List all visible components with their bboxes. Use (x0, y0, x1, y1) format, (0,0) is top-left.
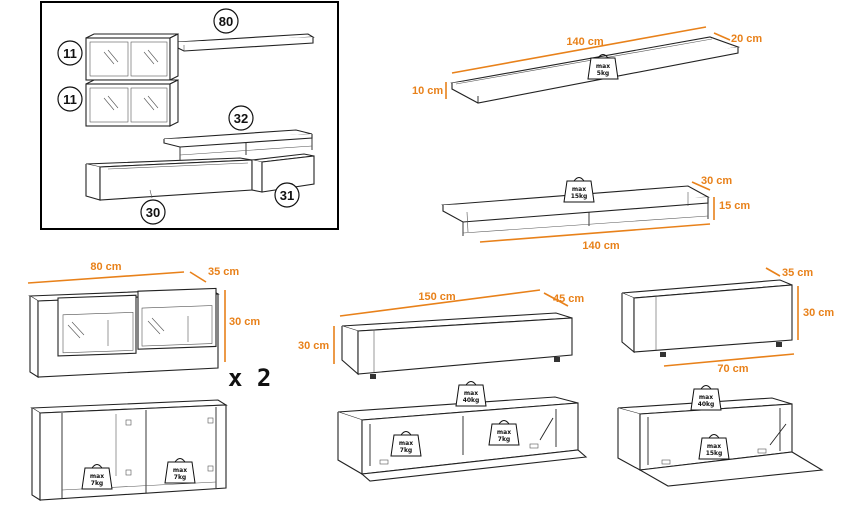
svg-text:7kg: 7kg (91, 480, 103, 487)
overview-wall-cabinet-top (85, 33, 179, 81)
cabinet-width-label: 80 cm (90, 261, 121, 273)
svg-text:max: max (464, 390, 478, 397)
weight-icon: max 7kg (164, 458, 196, 484)
small-board-height-label: 30 cm (803, 307, 834, 319)
tv-board-open: max 40kg max 7kg max 7kg (337, 381, 588, 482)
svg-text:31: 31 (280, 188, 294, 203)
weight-icon: max 7kg (81, 464, 113, 490)
part-badge-11-bottom: 11 (57, 86, 83, 112)
svg-text:40kg: 40kg (698, 401, 715, 408)
overview-wall-cabinet-bottom (85, 79, 179, 127)
tv-board-depth-label: 45 cm (553, 293, 584, 305)
svg-text:30: 30 (146, 205, 160, 220)
svg-text:max: max (699, 394, 713, 401)
svg-text:7kg: 7kg (400, 447, 412, 454)
svg-text:max: max (173, 467, 187, 474)
weight-icon: max 40kg (455, 381, 487, 407)
svg-text:max: max (596, 63, 610, 70)
small-board-front: 35 cm 30 cm 70 cm (621, 267, 834, 375)
shelf-depth-label: 20 cm (731, 33, 762, 45)
part-badge-30: 30 (140, 199, 166, 225)
wall-cabinet-open: max 7kg max 7kg (30, 399, 228, 501)
overview-panel: 80 11 11 32 30 31 (40, 1, 339, 230)
tv-board-front: 150 cm 45 cm 30 cm (298, 289, 584, 379)
weight-icon: max 7kg (488, 420, 520, 446)
svg-text:5kg: 5kg (597, 70, 609, 77)
svg-text:max: max (497, 429, 511, 436)
overview-wall-shelf (175, 33, 315, 52)
shelf-height-label: 10 cm (412, 85, 443, 97)
tv-board-width-label: 150 cm (418, 291, 456, 303)
weight-icon: max 15kg (563, 177, 595, 203)
open-shelf-detail: max 15kg 30 cm 15 cm 140 cm (441, 175, 750, 252)
svg-text:40kg: 40kg (463, 397, 480, 404)
svg-text:max: max (572, 186, 586, 193)
part-badge-80: 80 (213, 8, 239, 34)
wall-cabinet-front: 80 cm 35 cm 30 cm x 2 (27, 261, 271, 392)
svg-text:11: 11 (63, 92, 77, 107)
svg-text:15kg: 15kg (571, 193, 588, 200)
svg-text:max: max (399, 440, 413, 447)
quantity-label: x 2 (228, 364, 271, 392)
open-shelf-height-label: 15 cm (719, 200, 750, 212)
svg-text:max: max (90, 473, 104, 480)
cabinet-height-label: 30 cm (229, 316, 260, 328)
svg-text:15kg: 15kg (706, 450, 723, 457)
small-board-depth-label: 35 cm (782, 267, 813, 279)
part-badge-11-top: 11 (57, 40, 83, 66)
tv-board-height-label: 30 cm (298, 340, 329, 352)
overview-open-shelf (163, 129, 313, 160)
shelf-length-label: 140 cm (566, 36, 604, 48)
open-shelf-depth-label: 30 cm (701, 175, 732, 187)
weight-icon: max 15kg (698, 434, 730, 460)
overview-small-board (251, 153, 315, 193)
svg-text:32: 32 (234, 111, 248, 126)
weight-icon: max 40kg (690, 385, 722, 411)
part-badge-32: 32 (228, 105, 254, 131)
svg-text:7kg: 7kg (498, 436, 510, 443)
wall-shelf-detail: max 5kg 140 cm 20 cm 10 cm (412, 26, 762, 104)
open-shelf-length-label: 140 cm (582, 240, 620, 252)
small-board-width-label: 70 cm (717, 363, 748, 375)
cabinet-depth-label: 35 cm (208, 266, 239, 278)
weight-icon: max 5kg (587, 54, 619, 80)
svg-text:max: max (707, 443, 721, 450)
svg-text:11: 11 (63, 46, 77, 61)
small-board-open: max 40kg max 15kg (617, 385, 824, 487)
weight-icon: max 7kg (390, 431, 422, 457)
svg-text:7kg: 7kg (174, 474, 186, 481)
svg-text:80: 80 (219, 14, 233, 29)
part-badge-31: 31 (274, 182, 300, 208)
